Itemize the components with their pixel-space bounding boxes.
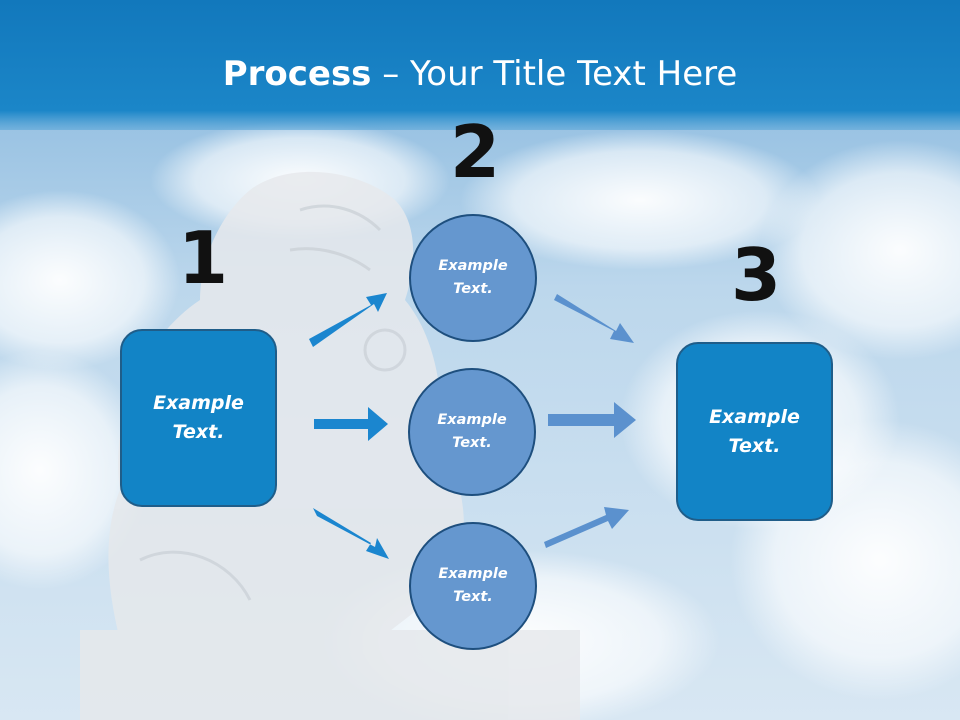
circle-bottom-text: Example Text.: [438, 566, 508, 605]
arrow-up-right-left: [309, 293, 387, 347]
process-circle-top[interactable]: Example Text.: [409, 214, 537, 342]
right-box-text: Example Text.: [709, 405, 800, 457]
process-circle-bottom[interactable]: Example Text.: [409, 522, 537, 650]
circle-top-text: Example Text.: [438, 258, 508, 297]
title-rest: – Your Title Text Here: [371, 54, 738, 94]
right-process-box[interactable]: Example Text.: [676, 342, 833, 521]
arrow-right-left: [314, 407, 388, 441]
step-number-3: 3: [731, 233, 782, 317]
stone-lion-image: [80, 171, 580, 720]
slide-title: Process – Your Title Text Here: [0, 50, 960, 98]
step-number-1: 1: [178, 216, 229, 300]
circle-middle-text: Example Text.: [437, 412, 507, 451]
arrow-up-right-right: [544, 507, 629, 548]
process-circle-middle[interactable]: Example Text.: [408, 368, 536, 496]
title-bold: Process: [222, 54, 372, 94]
arrow-down-right-right: [554, 294, 634, 343]
left-process-box[interactable]: Example Text.: [120, 329, 277, 507]
left-box-text: Example Text.: [153, 392, 244, 443]
arrow-down-right-left: [313, 508, 389, 559]
step-number-2: 2: [450, 110, 501, 194]
arrow-right-right: [548, 402, 636, 438]
